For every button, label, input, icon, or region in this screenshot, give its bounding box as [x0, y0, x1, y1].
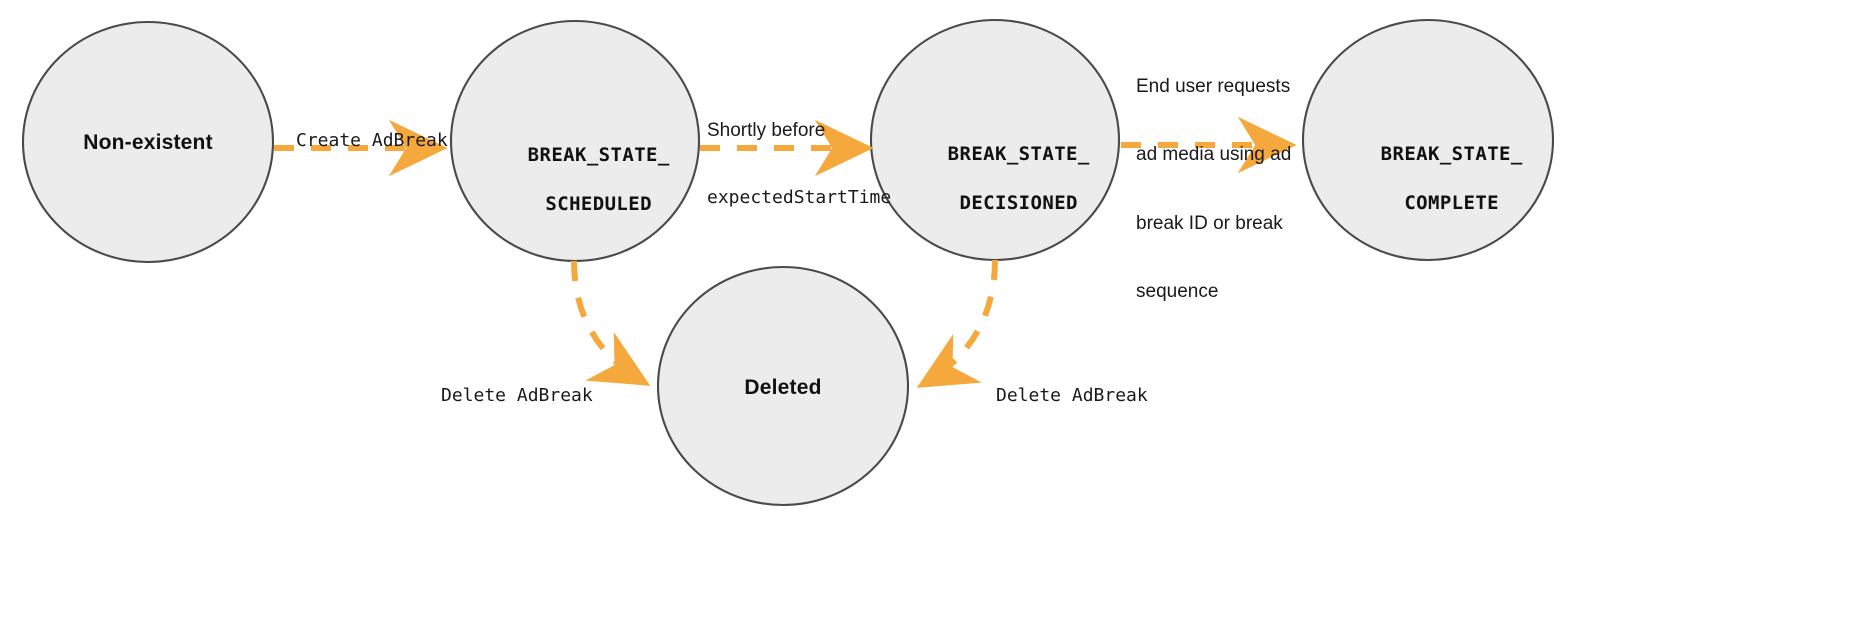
edge-label-shortly-before-expectedstarttime: Shortly before expectedStartTime: [707, 75, 891, 253]
edge-label-line: sequence: [1136, 280, 1219, 302]
edge-label-delete-adbreak-from-scheduled: Delete AdBreak: [441, 341, 593, 451]
edge-label-line: expectedStartTime: [707, 187, 892, 209]
node-non-existent[interactable]: [21, 20, 275, 264]
edge-label-line: End user requests: [1136, 75, 1291, 97]
node-break-state-scheduled[interactable]: [449, 19, 701, 263]
node-break-state-complete[interactable]: [1301, 18, 1555, 262]
nodes-layer: [21, 18, 1555, 507]
edge-label-line: Delete AdBreak: [996, 384, 1148, 406]
edge-label-line: Delete AdBreak: [441, 384, 593, 406]
edge-label-line: Shortly before: [707, 119, 826, 141]
edge-label-end-user-requests-ad-media: End user requests ad media using ad brea…: [1136, 31, 1291, 347]
edges-layer: [274, 116, 1297, 388]
node-break-state-decisioned[interactable]: [869, 18, 1121, 262]
edge-label-delete-adbreak-from-decisioned: Delete AdBreak: [996, 341, 1148, 451]
edge-delete-adbreak-from-decisioned[interactable]: [916, 259, 998, 388]
edge-label-create-adbreak: Create AdBreak: [296, 86, 448, 196]
edge-label-line: break ID or break: [1136, 212, 1283, 234]
edge-delete-adbreak-from-scheduled[interactable]: [571, 260, 651, 386]
node-deleted[interactable]: [656, 265, 910, 507]
edge-label-line: ad media using ad: [1136, 144, 1292, 166]
edge-label-line: Create AdBreak: [296, 129, 448, 151]
